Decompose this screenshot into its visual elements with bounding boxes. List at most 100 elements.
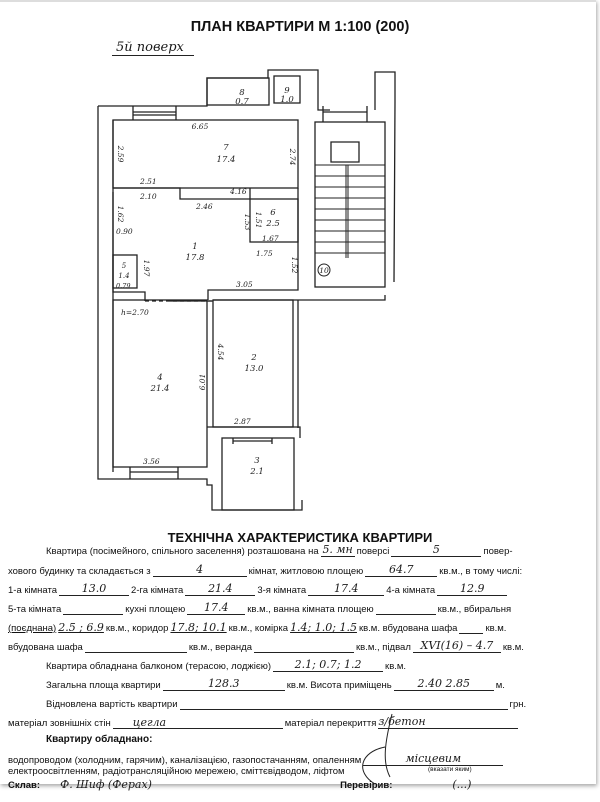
label: кв.м., вбиральня (437, 604, 512, 615)
label: 5-та кімната (8, 604, 62, 615)
dim-label: 4.54 (216, 343, 225, 361)
dim-label: 2.46 (195, 202, 213, 211)
label: Склав: (8, 780, 41, 791)
dim-label: 2.10 (139, 192, 157, 201)
veranda-field[interactable] (254, 639, 354, 653)
label: кв.м. Висота приміщень (286, 680, 392, 691)
label: хового будинку та складається з (8, 566, 151, 577)
corridor-field[interactable]: 17.8; 10.1 (170, 621, 227, 634)
wardrobe1-field[interactable] (459, 620, 484, 634)
label: Квартира обладнана балконом (терасою, ло… (46, 661, 272, 672)
stair-label: 10 (319, 266, 329, 275)
dim-label: 1.67 (262, 234, 279, 243)
label: (поєднана) (8, 623, 57, 634)
room-1-area: 17.8 (186, 253, 206, 263)
room-7-num: 7 (223, 143, 229, 153)
dim-label: 2.87 (233, 417, 251, 426)
form-title: ТЕХНІЧНА ХАРАКТЕРИСТИКА КВАРТИРИ (167, 530, 433, 545)
rooms-count-field[interactable]: 4 (152, 563, 247, 577)
room2-field[interactable]: 21.4 (185, 582, 256, 596)
height-label: h=2.70 (121, 308, 149, 317)
kitchen-field[interactable]: 17.4 (187, 601, 246, 615)
living-area-field[interactable]: 64.7 (365, 563, 438, 577)
label: Загальна площа квартири (46, 680, 161, 691)
label: кв.м., ванна кімната площею (247, 604, 374, 615)
bath-field[interactable] (375, 601, 436, 615)
label: кв.м. (385, 661, 407, 672)
room-5-area: 1.4 (118, 272, 129, 280)
room-4-num: 4 (156, 373, 162, 383)
dim-label: 1.62 (116, 206, 125, 223)
dim-label: 0.90 (116, 227, 133, 236)
storeys-field[interactable]: 5 (391, 543, 482, 557)
label: водопроводом (холодним, гарячим), каналі… (8, 755, 362, 766)
total-area-field[interactable]: 128.3 (162, 677, 285, 691)
label: кв.м. (485, 623, 507, 634)
checked-by-signature: (...) (452, 778, 472, 791)
dim-label: 2.51 (139, 177, 157, 186)
room-6-area: 2.5 (265, 219, 280, 229)
label: кухні площею (125, 604, 186, 615)
form-line-location: Квартира (посімейного, спільного заселен… (8, 543, 582, 557)
label: повер- (483, 546, 513, 557)
wc-field[interactable]: 2.5 ; 6.9 (58, 621, 104, 634)
wardrobe2-field[interactable] (84, 639, 187, 653)
label: вбудована шафа (8, 642, 83, 653)
form-line-cellar: вбудована шафа кв.м., веранда кв.м., під… (8, 639, 582, 653)
label: 3-я кімната (257, 585, 307, 596)
room-3-area: 2.1 (249, 467, 264, 477)
label: Відновлена вартість квартири (46, 699, 178, 710)
label: кв.м., комірка (228, 623, 289, 634)
room3-field[interactable]: 17.4 (308, 582, 385, 596)
dim-label: 2.74 (288, 148, 297, 166)
floor-number-field[interactable]: 5. мн (320, 543, 355, 557)
walls-field[interactable]: цегла (112, 716, 283, 729)
room-7-area: 17.4 (217, 155, 236, 165)
room-9-num: 9 (284, 86, 290, 96)
dim-label: 1.51 (254, 212, 263, 229)
cost-field[interactable] (179, 696, 508, 710)
room-2-area: 13.0 (245, 364, 265, 374)
label: 2-га кімната (131, 585, 184, 596)
dim-label: 3.05 (236, 280, 253, 289)
floors-field[interactable]: з/бетон (378, 715, 519, 729)
label: кімнат, житловою площею (248, 566, 364, 577)
label: матеріал перекриття (284, 718, 377, 729)
specify-hint: (вказати яким) (428, 766, 472, 773)
equipped-heading: Квартиру обладнано: (8, 734, 582, 745)
floor-plan: 8 0.7 9 1.0 7 17.4 1 17.8 4 21.4 2 13.0 … (97, 69, 396, 511)
room1-field[interactable]: 13.0 (59, 582, 130, 596)
form-line-wc: (поєднана) 2.5 ; 6.9 кв.м., коридор 17.8… (8, 620, 582, 634)
dim-label: 4.16 (229, 187, 247, 196)
room-6-num: 6 (270, 208, 276, 218)
form-line-cost: Відновлена вартість квартири грн. (8, 696, 582, 710)
label: електроосвітленням, радіотрансляційною м… (8, 766, 345, 777)
heating-field[interactable]: місцевим (363, 752, 504, 766)
compiled-by-signature: Ф. Шиф (Ферах) (60, 778, 152, 791)
dim-label: 6.65 (192, 122, 209, 131)
room-1-num: 1 (192, 242, 197, 252)
room-5-num: 5 (122, 262, 127, 270)
dim-label: 1.53 (243, 214, 252, 231)
plan-title: ПЛАН КВАРТИРИ М 1:100 (200) (190, 19, 410, 35)
form-line-balcony: Квартира обладнана балконом (терасою, ло… (8, 658, 582, 672)
label: кв.м. (502, 642, 524, 653)
label: Перевірив: (340, 780, 393, 791)
dim-label: 1.97 (142, 260, 151, 277)
cellar-field[interactable]: XVI(16) – 4.7 (412, 639, 501, 653)
dim-label: 2.59 (116, 145, 125, 163)
room5-field[interactable] (63, 601, 124, 615)
label: грн. (509, 699, 527, 710)
room-3-num: 3 (254, 456, 259, 466)
storeroom-field[interactable]: 1.4; 1.0; 1.5 (290, 621, 357, 634)
label: 4-а кімната (386, 585, 436, 596)
height-field[interactable]: 2.40 2.85 (393, 677, 494, 691)
dim-label: 1.52 (290, 257, 299, 274)
room-2-num: 2 (250, 353, 256, 363)
balcony-field[interactable]: 2.1; 0.7; 1.2 (273, 658, 384, 672)
label: матеріал зовнішніх стін (8, 718, 111, 729)
floor-note: 5й поверх (112, 40, 194, 56)
label: м. (495, 680, 505, 691)
dim-label: 6.01 (198, 374, 207, 391)
room4-field[interactable]: 12.9 (437, 582, 508, 596)
